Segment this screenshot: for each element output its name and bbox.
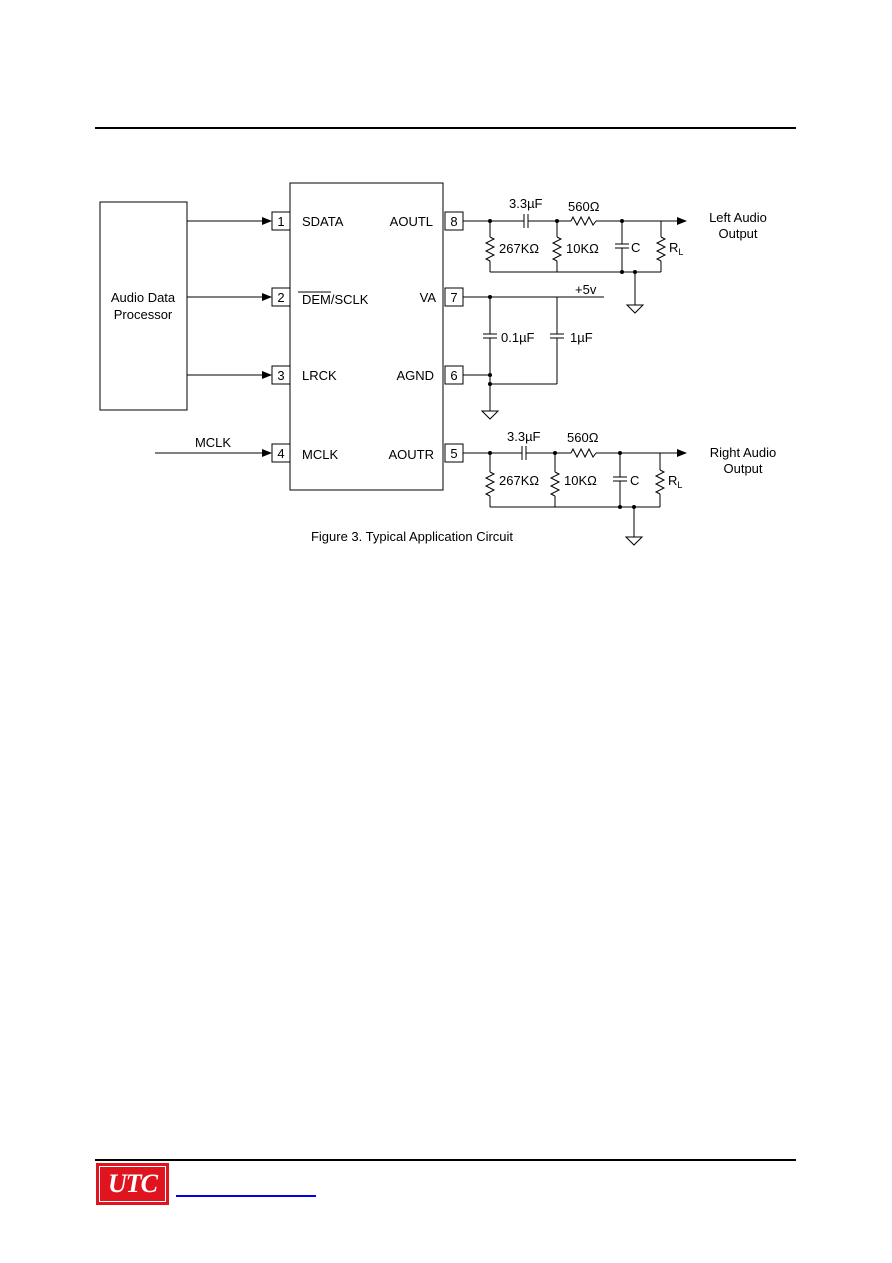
- footer-rule: [95, 1159, 796, 1161]
- pin-5-name: AOUTR: [389, 447, 435, 462]
- right-series-res-label: 560Ω: [567, 430, 599, 445]
- right-c-label: C: [630, 473, 639, 488]
- right-cap-label: 3.3µF: [507, 429, 541, 444]
- processor-label-2: Processor: [114, 307, 173, 322]
- right-series-resistor: [570, 447, 597, 459]
- pin-8-name: AOUTL: [390, 214, 433, 229]
- pin-6: 6 AGND: [396, 365, 464, 385]
- left-cap-label: 3.3µF: [509, 196, 543, 211]
- left-10k-label: 10KΩ: [566, 241, 599, 256]
- right-10k-resistor: [549, 471, 561, 497]
- agnd-ground-icon: [480, 410, 500, 420]
- pin-8-number: 8: [450, 214, 457, 229]
- pin-3-number: 3: [277, 368, 284, 383]
- pin-7: 7 VA: [420, 287, 464, 307]
- mclk-input-label: MCLK: [195, 435, 231, 450]
- input-signal-wires: [155, 217, 272, 457]
- right-ground-icon: [624, 536, 644, 546]
- right-output-label-1: Right Audio: [710, 445, 777, 460]
- figure-caption: Figure 3. Typical Application Circuit: [311, 529, 513, 544]
- right-output-label-2: Output: [723, 461, 762, 476]
- pin-4-name: MCLK: [302, 447, 338, 462]
- left-output-label-2: Output: [718, 226, 757, 241]
- right-rl-label: RL: [668, 473, 682, 490]
- supply-decoupling: +5v 0.1µF 1µF: [463, 282, 604, 420]
- left-267k-label: 267KΩ: [499, 241, 539, 256]
- pin-1: 1 SDATA: [271, 211, 344, 231]
- pin-2-name: DEM/SCLK: [302, 292, 369, 307]
- left-10k-resistor: [551, 236, 563, 262]
- audio-data-processor: Audio Data Processor: [99, 201, 188, 411]
- pin-1-name: SDATA: [302, 214, 344, 229]
- dac-chip-body: [289, 182, 444, 491]
- pin-6-number: 6: [450, 368, 457, 383]
- pin-7-number: 7: [450, 290, 457, 305]
- left-series-res-label: 560Ω: [568, 199, 600, 214]
- pin-4: 4 MCLK: [271, 443, 338, 463]
- left-rl-label: RL: [669, 240, 683, 257]
- application-circuit-diagram: Audio Data Processor 1 SDATA 2 DEM/SCLK …: [99, 182, 777, 546]
- left-ground-icon: [625, 304, 645, 314]
- left-267k-resistor: [484, 236, 496, 262]
- pin-5: 5 AOUTR: [389, 443, 464, 463]
- decoupling-cap-1-label: 1µF: [570, 330, 593, 345]
- pin-6-name: AGND: [396, 368, 434, 383]
- left-c-label: C: [631, 240, 640, 255]
- right-10k-label: 10KΩ: [564, 473, 597, 488]
- pin-2: 2 DEM/SCLK: [271, 287, 369, 307]
- pin-3-name: LRCK: [302, 368, 337, 383]
- decoupling-cap-01-label: 0.1µF: [501, 330, 535, 345]
- processor-label-1: Audio Data: [111, 290, 176, 305]
- pin-5-number: 5: [450, 446, 457, 461]
- utc-logo: UTC: [96, 1163, 169, 1205]
- pin-7-name: VA: [420, 290, 437, 305]
- header-rule: [95, 127, 796, 129]
- left-output-network: 3.3µF 560Ω 267KΩ 10KΩ C RL Left Audio Ou…: [463, 196, 767, 314]
- pin-8: 8 AOUTL: [390, 211, 464, 231]
- pin-3: 3 LRCK: [271, 365, 337, 385]
- utc-logo-text: UTC: [108, 1169, 158, 1198]
- pin-1-number: 1: [277, 214, 284, 229]
- pin-4-number: 4: [277, 446, 284, 461]
- footer-link[interactable]: [176, 1195, 316, 1197]
- right-267k-resistor: [484, 471, 496, 497]
- right-load-resistor: [654, 469, 666, 495]
- supply-voltage-label: +5v: [575, 282, 597, 297]
- left-series-resistor: [570, 215, 597, 227]
- left-load-resistor: [655, 236, 667, 262]
- right-output-network: 3.3µF 560Ω 267KΩ 10KΩ C RL Right Audio O…: [463, 429, 777, 546]
- pin-2-number: 2: [277, 290, 284, 305]
- right-267k-label: 267KΩ: [499, 473, 539, 488]
- left-output-label-1: Left Audio: [709, 210, 767, 225]
